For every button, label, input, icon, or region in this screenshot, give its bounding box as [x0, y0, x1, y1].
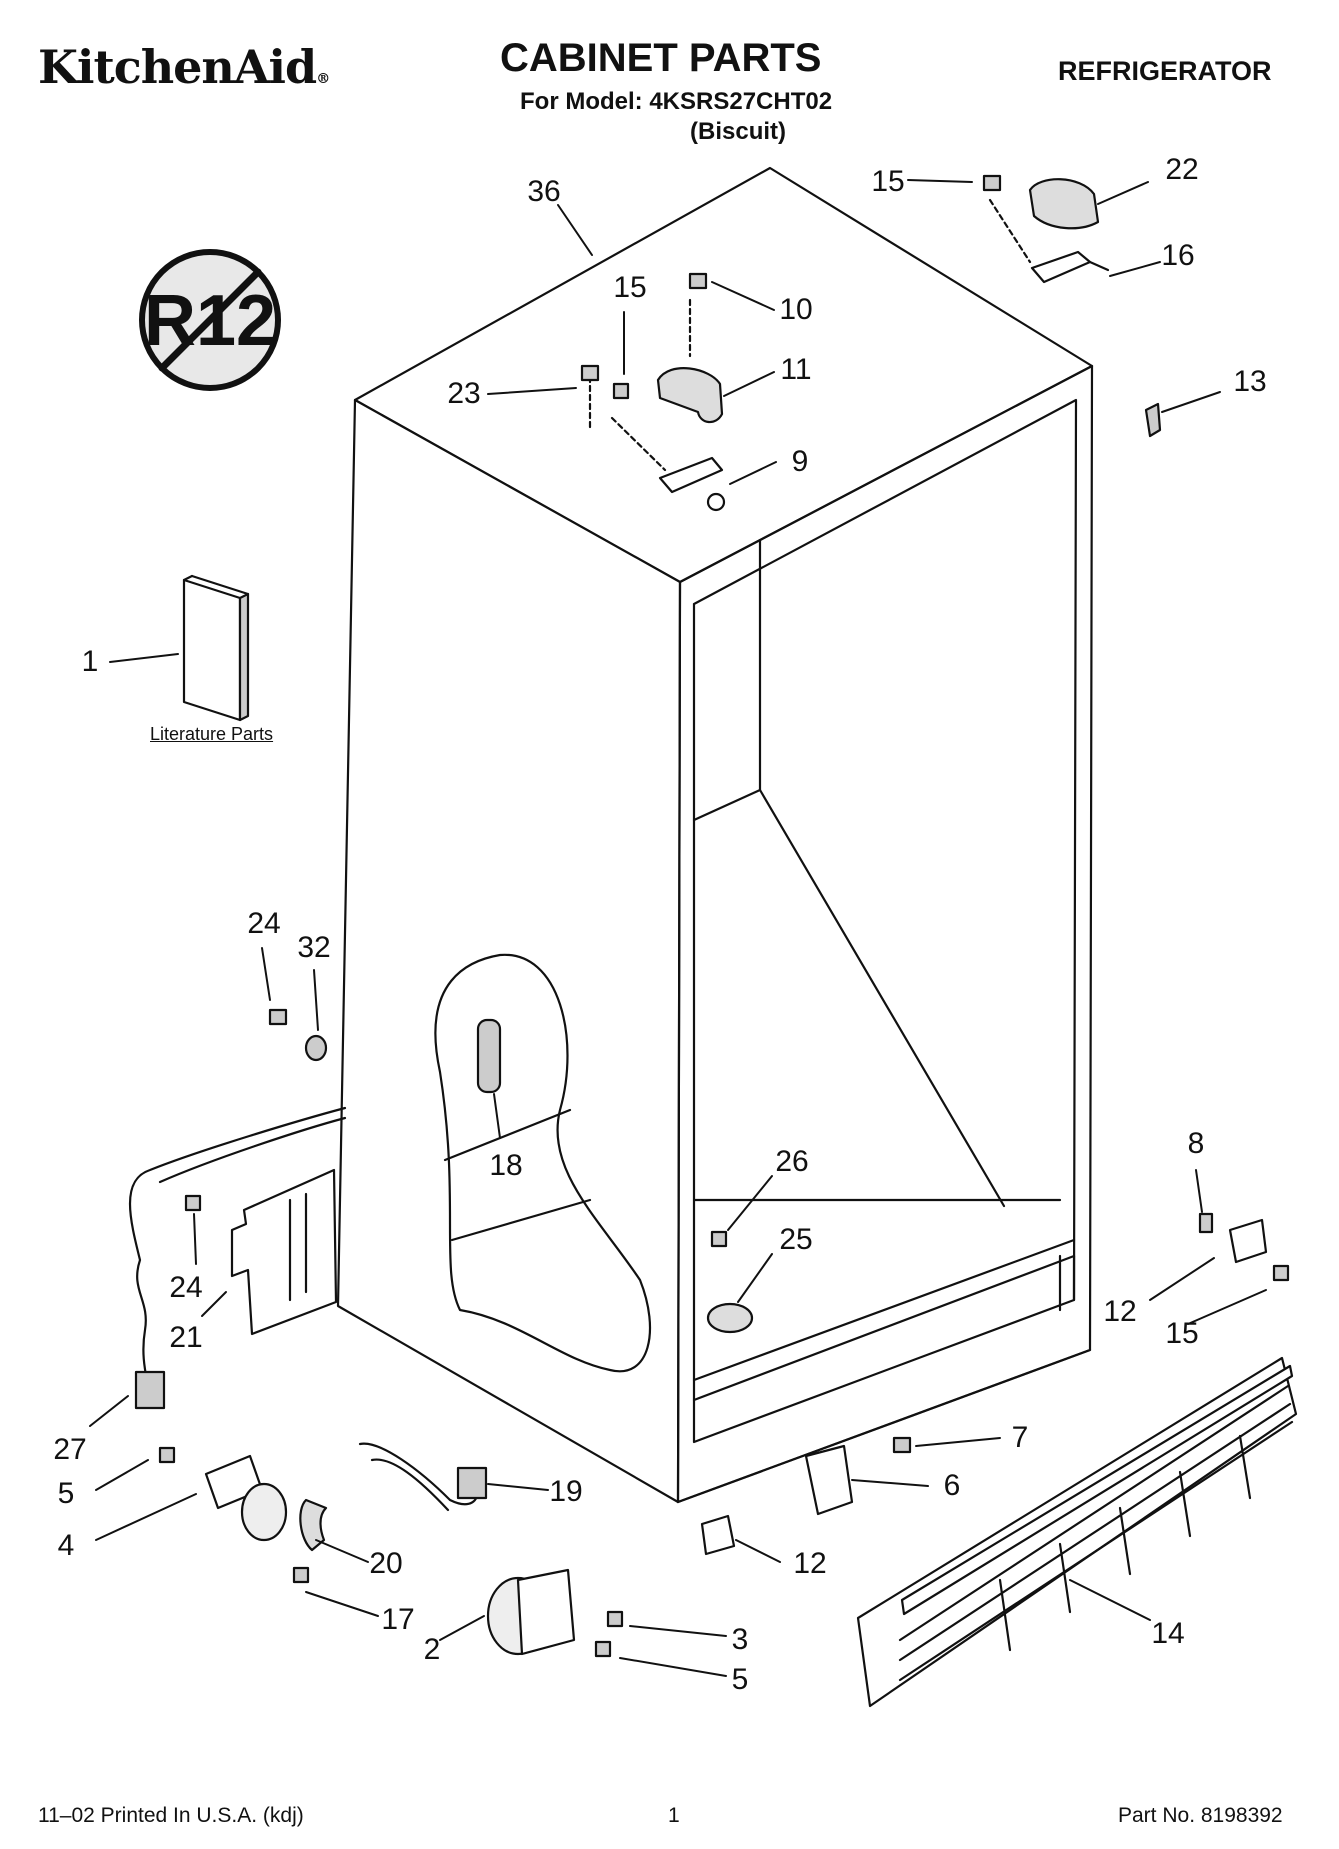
callout-25: 25 [779, 1223, 813, 1256]
callout-36: 36 [527, 175, 561, 208]
caster-front-icon [486, 1568, 576, 1656]
hinge-cover-right [1028, 178, 1100, 230]
footer-printed: 11–02 Printed In U.S.A. (kdj) [38, 1804, 304, 1827]
drain-tube-icon [358, 1442, 488, 1512]
bracket-12-bottom-icon [700, 1514, 736, 1556]
callout-20: 20 [369, 1547, 403, 1580]
callout-21: 21 [169, 1321, 203, 1354]
color-line: (Biscuit) [690, 118, 786, 145]
bracket-20-icon [299, 1498, 328, 1552]
callout-8: 8 [1187, 1127, 1205, 1160]
callout-6: 6 [943, 1469, 961, 1502]
callout-13: 13 [1233, 365, 1267, 398]
callout-14: 14 [1151, 1617, 1185, 1650]
caster-rear-left-icon [204, 1454, 288, 1542]
callout-10: 10 [779, 293, 813, 326]
callout-1: 1 [81, 645, 99, 678]
electrical-bracket-icon [230, 1168, 338, 1336]
brand-name: KitchenAid [38, 40, 317, 94]
callout-19: 19 [549, 1475, 583, 1508]
leveling-bracket-6-icon [804, 1444, 854, 1516]
cabinet-shell [336, 166, 1094, 1504]
brand-logo: KitchenAid® [38, 40, 330, 94]
no-r12-prohibition-icon: R12 [139, 249, 281, 391]
callout-22: 22 [1165, 153, 1199, 186]
footer-page-number: 1 [668, 1804, 680, 1827]
footer-part-number: Part No. 8198392 [1118, 1804, 1283, 1827]
callout-4: 4 [57, 1529, 75, 1562]
callout-16: 16 [1161, 239, 1195, 272]
callout-7: 7 [1011, 1421, 1029, 1454]
page-title: CABINET PARTS [500, 36, 822, 80]
callout-11: 11 [780, 353, 812, 386]
top-hinge-right [988, 198, 1110, 284]
screw-icons [158, 174, 1290, 1658]
literature-booklet-icon [182, 574, 250, 722]
callout-2: 2 [423, 1633, 441, 1666]
brand-mark: ® [316, 71, 330, 87]
callout-26: 26 [775, 1145, 809, 1178]
callout-24-upper: 24 [247, 907, 281, 940]
callout-12-right: 12 [1103, 1295, 1137, 1328]
literature-parts-label: Literature Parts [150, 724, 274, 744]
callout-15-top-center: 15 [613, 271, 647, 304]
callout-5-bottom: 5 [731, 1663, 749, 1696]
callout-9: 9 [791, 445, 809, 478]
leader-lines [89, 179, 1267, 1677]
base-grille-icon [856, 1356, 1298, 1708]
callout-12-bottom: 12 [793, 1547, 827, 1580]
model-line: For Model: 4KSRS27CHT02 [520, 88, 833, 115]
clip-32-icon [304, 1034, 328, 1062]
callout-5-left: 5 [57, 1477, 75, 1510]
callout-24-lower: 24 [169, 1271, 203, 1304]
power-cord-icon [129, 1106, 347, 1410]
hinge-cover-center [656, 367, 724, 424]
heater-coil-icon [476, 1018, 502, 1094]
callout-27: 27 [53, 1433, 87, 1466]
callout-15-right: 15 [1165, 1317, 1199, 1350]
callout-18: 18 [489, 1149, 523, 1182]
callout-32: 32 [297, 931, 331, 964]
bracket-12-right-icon [1198, 1212, 1268, 1264]
callout-15-top-right: 15 [871, 165, 905, 198]
bracket-25-icon [706, 1302, 754, 1334]
callout-3: 3 [731, 1623, 749, 1656]
appliance-type: REFRIGERATOR [1058, 56, 1272, 86]
callout-17: 17 [381, 1603, 415, 1636]
strip-13-icon [1144, 402, 1162, 438]
callout-23: 23 [447, 377, 481, 410]
